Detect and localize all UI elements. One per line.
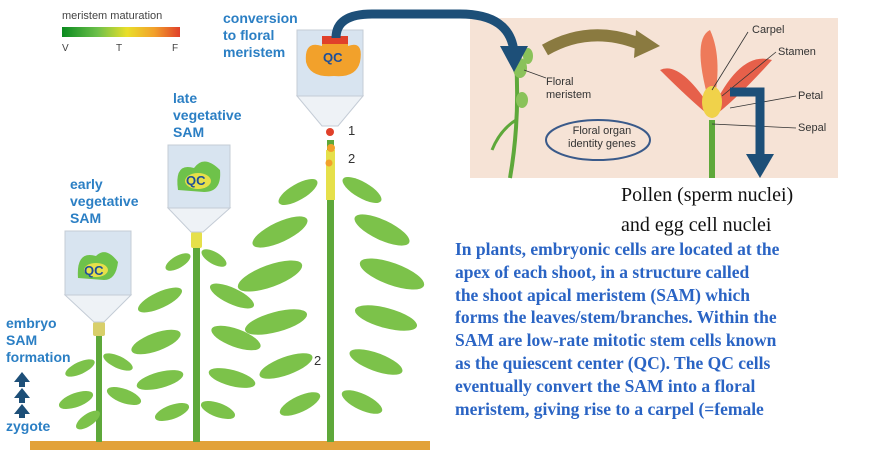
paragraph-line: In plants, embryonic cells are located a… bbox=[455, 239, 780, 259]
paragraph-line: SAM are low-rate mitotic stem cells know… bbox=[455, 330, 777, 351]
ground-strip bbox=[30, 441, 430, 450]
paragraph-line: the shoot apical meristem (SAM) which bbox=[455, 284, 751, 305]
qc-label-floral: QC bbox=[323, 50, 343, 65]
label-conversion: conversion to floral meristem bbox=[223, 10, 298, 60]
label-zygote: zygote bbox=[6, 418, 51, 434]
stage-number-1: 1 bbox=[348, 123, 356, 138]
paragraph-line: apex of each shoot, in a structure calle… bbox=[455, 261, 750, 282]
stage-number-2b: 2 bbox=[314, 353, 322, 368]
paragraph-line: meristem, giving rise to a carpel (=fema… bbox=[455, 398, 764, 419]
paragraph-line: forms the leaves/stem/branches. Within t… bbox=[455, 307, 777, 328]
plant-embryo bbox=[58, 322, 142, 442]
up-arrows-icon bbox=[14, 372, 30, 418]
label-petal: Petal bbox=[798, 90, 824, 102]
paragraph-line: as the quiescent center (QC). The QC cel… bbox=[455, 352, 771, 373]
label-floral-meristem: Floral meristem bbox=[546, 76, 592, 101]
plant-late-vegetative bbox=[237, 128, 425, 442]
legend-gradient-bar bbox=[62, 27, 180, 37]
label-embryo: embryo SAM formation bbox=[6, 315, 71, 365]
label-late-vegetative: late vegetative SAM bbox=[173, 90, 242, 140]
plant-early-vegetative bbox=[131, 232, 261, 442]
legend-tick-f: F bbox=[172, 43, 179, 54]
photo-contents bbox=[490, 29, 797, 179]
qc-label-early: QC bbox=[84, 263, 104, 278]
stage-number-2a: 2 bbox=[348, 151, 356, 166]
pollen-arrow bbox=[730, 87, 765, 158]
legend-tick-t: T bbox=[116, 43, 123, 54]
legend-title: meristem maturation bbox=[62, 10, 163, 22]
label-floral-organ-genes: Floral organ identity genes bbox=[568, 125, 636, 150]
label-stamen: Stamen bbox=[778, 46, 816, 58]
conversion-arrow bbox=[331, 9, 519, 53]
explanation-paragraph: In plants, embryonic cells are located a… bbox=[455, 238, 875, 420]
pollen-caption: Pollen (sperm nuclei) and egg cell nucle… bbox=[621, 184, 794, 236]
label-sepal: Sepal bbox=[798, 122, 827, 134]
qc-label-late: QC bbox=[186, 173, 206, 188]
label-carpel: Carpel bbox=[752, 24, 785, 36]
label-early-vegetative: early vegetative SAM bbox=[70, 176, 139, 226]
legend-tick-v: V bbox=[62, 43, 69, 54]
paragraph-line: eventually convert the SAM into a floral bbox=[455, 375, 756, 396]
